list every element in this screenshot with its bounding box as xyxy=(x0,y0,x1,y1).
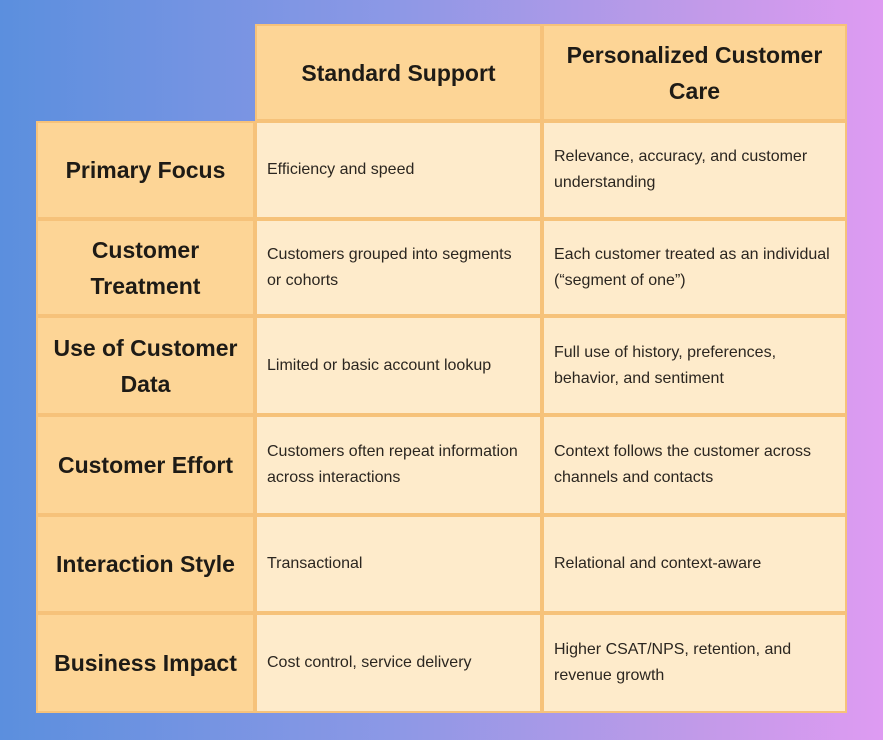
cell-text: Customers grouped into segments or cohor… xyxy=(267,245,512,289)
row-header: Business Impact xyxy=(36,613,255,713)
table-cell-standard: Customers grouped into segments or cohor… xyxy=(255,219,542,316)
column-header-label: Standard Support xyxy=(301,59,496,86)
table-cell-personalized: Full use of history, preferences, behavi… xyxy=(542,316,847,415)
row-header: Interaction Style xyxy=(36,515,255,613)
cell-text: Relational and context-aware xyxy=(554,555,762,572)
cell-text: Higher CSAT/NPS, retention, and revenue … xyxy=(554,641,792,684)
cell-text: Relevance, accuracy, and customer unders… xyxy=(554,148,808,191)
table-cell-standard: Transactional xyxy=(255,515,542,613)
column-header-label: Personalized Customer Care xyxy=(566,41,823,104)
row-header-label: Customer Treatment xyxy=(90,236,201,299)
row-header-label: Use of Customer Data xyxy=(53,334,238,397)
cell-text: Full use of history, preferences, behavi… xyxy=(554,343,777,387)
row-header-label: Interaction Style xyxy=(56,551,235,577)
column-header-standard-support: Standard Support xyxy=(255,24,542,121)
table-cell-standard: Customers often repeat information acros… xyxy=(255,415,542,515)
cell-text: Efficiency and speed xyxy=(267,161,415,178)
row-header-label: Business Impact xyxy=(54,650,237,676)
cell-text: Context follows the customer across chan… xyxy=(554,443,811,486)
table-corner xyxy=(36,24,255,121)
table-cell-personalized: Context follows the customer across chan… xyxy=(542,415,847,515)
table-cell-personalized: Relational and context-aware xyxy=(542,515,847,613)
row-header: Use of Customer Data xyxy=(36,316,255,415)
comparison-table: Standard Support Personalized Customer C… xyxy=(36,24,847,713)
cell-text: Limited or basic account lookup xyxy=(267,356,492,374)
column-header-personalized-care: Personalized Customer Care xyxy=(542,24,847,121)
row-header-label: Customer Effort xyxy=(57,452,234,478)
table-cell-standard: Efficiency and speed xyxy=(255,121,542,219)
cell-text: Customers often repeat information acros… xyxy=(267,443,518,486)
row-header: Customer Effort xyxy=(36,415,255,515)
cell-text: Cost control, service delivery xyxy=(267,654,472,671)
table-cell-personalized: Higher CSAT/NPS, retention, and revenue … xyxy=(542,613,847,713)
row-header-label: Primary Focus xyxy=(65,157,226,183)
table-cell-personalized: Relevance, accuracy, and customer unders… xyxy=(542,121,847,219)
row-header: Customer Treatment xyxy=(36,219,255,316)
table-cell-standard: Limited or basic account lookup xyxy=(255,316,542,415)
cell-text: Each customer treated as an individual (… xyxy=(554,245,830,289)
table-cell-standard: Cost control, service delivery xyxy=(255,613,542,713)
table-cell-personalized: Each customer treated as an individual (… xyxy=(542,219,847,316)
row-header: Primary Focus xyxy=(36,121,255,219)
cell-text: Transactional xyxy=(267,555,363,572)
